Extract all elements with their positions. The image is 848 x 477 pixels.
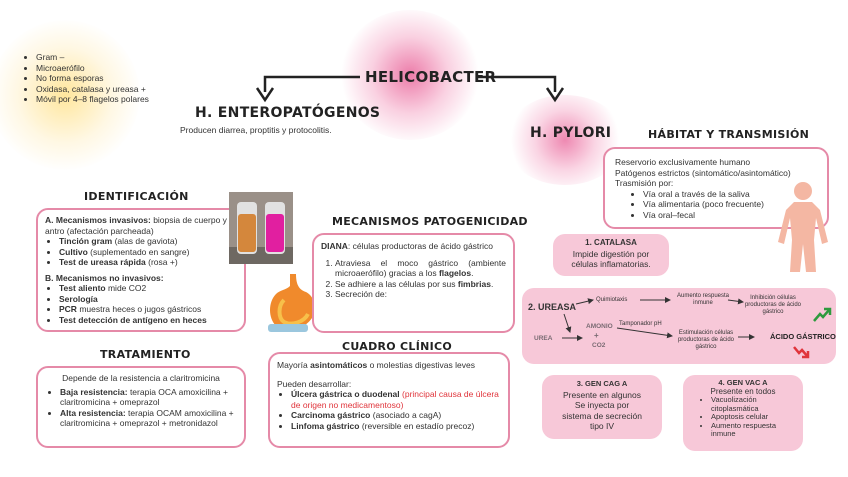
vac-box: 4. GEN VAC A Presente en todos Vacuoliza… <box>683 375 803 451</box>
feature-item: Microaerófilo <box>36 63 194 74</box>
vac-list: Vacuolización citoplasmática Apoptosis c… <box>689 395 797 439</box>
identificacion-box: A. Mecanismos invasivos: biopsia de cuer… <box>36 208 246 332</box>
list-item: Tinción gram (alas de gaviota) <box>59 236 237 247</box>
catalasa-box: 1. CATALASA Impide digestión por células… <box>553 234 669 276</box>
features-list: Gram – Microaerófilo No forma esporas Ox… <box>24 52 194 105</box>
list-item: PCR muestra heces o jugos gástricos <box>59 304 237 315</box>
ureasa-title: 2. UREASA <box>528 302 577 312</box>
list-item: Vía alimentaria (poco frecuente) <box>643 199 817 210</box>
list-item: Vía oral–fecal <box>643 210 817 221</box>
list-item: Test aliento mide CO2 <box>59 283 237 294</box>
list-item: Linfoma gástrico (reversible en estadío … <box>291 421 501 432</box>
feature-item: Móvil por 4–8 flagelos polares <box>36 94 194 105</box>
tratamiento-intro: Depende de la resistencia a claritromici… <box>62 373 220 383</box>
tratamiento-box: Depende de la resistencia a claritromici… <box>36 366 246 448</box>
main-title: HELICOBACTER <box>365 68 497 86</box>
cag-box: 3. GEN CAG A Presente en algunos Se inye… <box>542 375 662 439</box>
title-glow <box>340 10 480 140</box>
list-item: Aumento respuesta inmune <box>711 421 797 439</box>
cuadro-title: CUADRO CLÍNICO <box>342 340 453 353</box>
acido-gastrico-label: ÁCIDO GÁSTRICO <box>770 332 836 341</box>
ureasa-arrows <box>562 297 755 341</box>
amonio-label: AMONIO <box>586 323 613 330</box>
plus-sign: + <box>594 331 599 340</box>
estimulacion-label: Estimulación células productoras de ácid… <box>677 330 735 350</box>
co2-label: CO2 <box>592 342 606 349</box>
list-item: Se adhiere a las células por sus fimbria… <box>335 279 506 290</box>
vac-title: 4. GEN VAC A <box>718 378 768 387</box>
list-item: Alta resistencia: terapia OCAM amoxicili… <box>60 408 236 429</box>
feature-item: Oxidasa, catalasa y ureasa + <box>36 84 194 95</box>
branch-arrows <box>255 75 565 103</box>
identificacion-b-list: Test aliento mide CO2 Serología PCR mues… <box>45 283 237 325</box>
aumento-label: Aumento respuesta inmune <box>676 293 730 306</box>
ureasa-box: 2. UREASA Quimiotaxis Aumento respuesta … <box>522 288 836 364</box>
test-tubes-image <box>229 192 293 264</box>
mecanismos-intro: DIANA: células productoras de ácido gást… <box>321 241 493 251</box>
habitat-title: HÁBITAT Y TRANSMISIÓN <box>648 128 810 141</box>
identificacion-b: B. Mecanismos no invasivos: <box>45 272 164 283</box>
tratamiento-list: Baja resistencia: terapia OCA amoxicilin… <box>46 387 236 429</box>
urea-label: UREA <box>534 335 553 342</box>
list-item: Vía oral a través de la saliva <box>643 189 817 200</box>
list-item: Test detección de antígeno en heces <box>59 315 237 326</box>
catalasa-text: Impide digestión por células inflamatori… <box>571 248 651 270</box>
feature-item: No forma esporas <box>36 73 194 84</box>
cag-title: 3. GEN CAG A <box>576 379 628 388</box>
list-item: Atraviesa el moco gástrico (ambiente mic… <box>335 258 506 279</box>
trend-down-icon <box>793 346 810 359</box>
cuadro-box: Mayoría asintomáticos o molestias digest… <box>268 352 510 448</box>
habitat-list: Vía oral a través de la saliva Vía alime… <box>615 189 817 221</box>
vac-line: Presente en todos <box>710 387 776 396</box>
list-item: Cultivo (suplementado en sangre) <box>59 247 237 258</box>
mecanismos-title: MECANISMOS PATOGENICIDAD <box>332 215 528 228</box>
cuadro-line2: Pueden desarrollar: <box>277 378 352 389</box>
list-item: Apoptosis celular <box>711 412 797 422</box>
tamponador-label: Tamponador pH <box>619 321 662 327</box>
trend-up-icon <box>813 307 832 322</box>
mecanismos-box: DIANA: células productoras de ácido gást… <box>312 233 515 333</box>
enteropatogenos-title: H. ENTEROPATÓGENOS <box>195 105 381 121</box>
pylori-title: H. PYLORI <box>530 125 612 141</box>
enteropatogenos-subtitle: Producen diarrea, proptitis y protocolit… <box>180 125 332 135</box>
list-item: Secreción de: <box>335 289 506 300</box>
tratamiento-title: TRATAMIENTO <box>100 348 191 361</box>
human-body-icon <box>778 182 828 272</box>
identificacion-a-list: Tinción gram (alas de gaviota) Cultivo (… <box>45 236 237 268</box>
habitat-line: Patógenos estrictos (sintomático/asintom… <box>615 167 791 178</box>
stomach-icon <box>268 274 315 332</box>
feature-item: Gram – <box>36 52 194 63</box>
cag-line: Presente en algunos <box>563 389 641 400</box>
list-item: Test de ureasa rápida (rosa +) <box>59 257 237 268</box>
inhibicion-label: Inhibición células productoras de ácido … <box>744 295 802 315</box>
catalasa-title: 1. CATALASA <box>585 238 637 247</box>
identificacion-a: A. Mecanismos invasivos: biopsia de cuer… <box>45 215 227 236</box>
quimiotaxis-label: Quimiotaxis <box>596 297 628 303</box>
habitat-line: Reservorio exclusivamente humano <box>615 157 751 167</box>
list-item: Baja resistencia: terapia OCA amoxicilin… <box>60 387 236 408</box>
list-item: Carcinoma gástrico (asociado a cagA) <box>291 410 501 421</box>
list-item: Serología <box>59 294 237 305</box>
cag-line: Se inyecta por sistema de secreción tipo… <box>562 400 642 431</box>
list-item: Úlcera gástrica o duodenal (principal ca… <box>291 389 501 410</box>
list-item: Vacuolización citoplasmática <box>711 395 797 413</box>
mecanismos-steps: Atraviesa el moco gástrico (ambiente mic… <box>321 258 506 300</box>
cuadro-line1: Mayoría asintomáticos o molestias digest… <box>277 360 475 370</box>
habitat-line: Trasmisión por: <box>615 178 674 188</box>
yellow-glow <box>0 20 140 170</box>
identificacion-title: IDENTIFICACIÓN <box>84 190 189 203</box>
cuadro-list: Úlcera gástrica o duodenal (principal ca… <box>277 389 501 431</box>
